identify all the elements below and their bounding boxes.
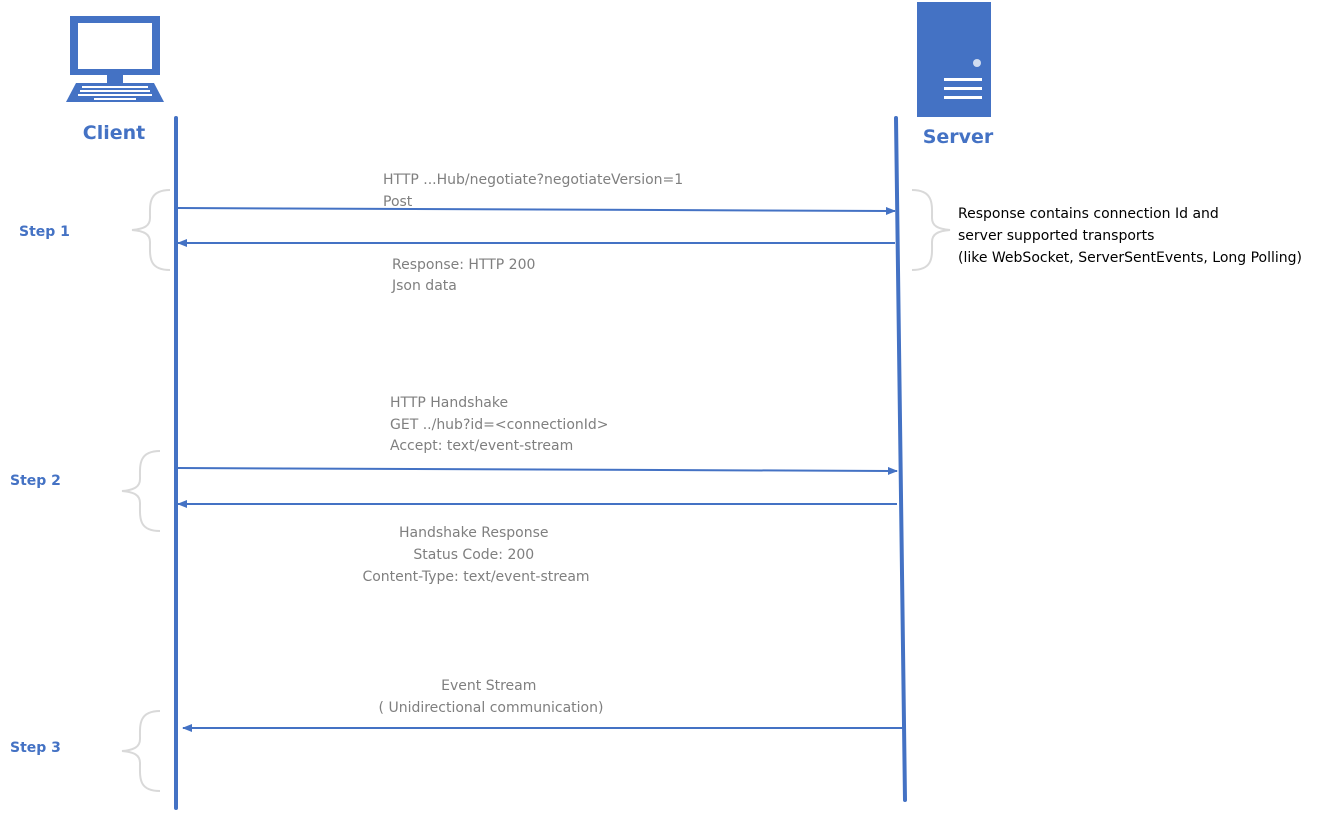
handshake-response-text: Handshake Response Status Code: 200 Cont…: [362, 525, 589, 585]
client-label: Client: [83, 122, 145, 144]
server-label: Server: [923, 126, 994, 148]
server-tower-icon: [917, 2, 991, 117]
handshake-request-arrow: [177, 466, 898, 475]
event-stream-text: Event Stream ( Unidirectional communicat…: [379, 678, 604, 716]
handshake-request-text: HTTP Handshake GET ../hub?id=<connection…: [390, 395, 613, 454]
negotiate-response-text: Response: HTTP 200 Json data: [391, 257, 540, 294]
laptop-icon: [66, 16, 164, 102]
negotiate-request-arrow: [177, 206, 896, 215]
server-lifeline: [894, 116, 907, 802]
step-2-label: Step 2: [10, 473, 61, 489]
step-2-brace: [121, 450, 161, 532]
step-1-brace: [131, 189, 171, 271]
step-3-brace: [121, 710, 161, 792]
step-1-label: Step 1: [19, 224, 70, 240]
negotiate-request-text: HTTP ...Hub/negotiate?negotiateVersion=1…: [383, 172, 688, 210]
negotiate-response-note: Response contains connection Id and serv…: [958, 206, 1302, 266]
response-note-brace: [911, 189, 951, 271]
step-3-label: Step 3: [10, 740, 61, 756]
